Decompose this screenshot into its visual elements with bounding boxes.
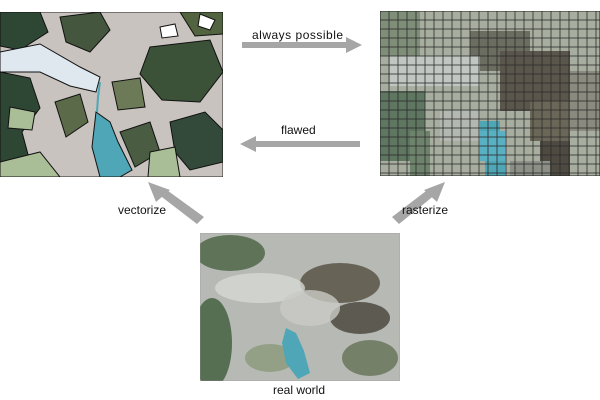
arrow-flawed xyxy=(240,136,360,152)
label-flawed: flawed xyxy=(281,123,316,137)
label-vectorize: vectorize xyxy=(118,203,167,217)
label-real-world: real world xyxy=(273,383,326,397)
raster-grid-map-image xyxy=(380,11,600,176)
arrow-always-possible xyxy=(242,37,362,53)
vector-map-svg xyxy=(0,12,223,177)
arrow-vectorize xyxy=(148,182,204,224)
raster-map-svg xyxy=(380,11,600,176)
label-rasterize: rasterize xyxy=(402,203,449,217)
arrow-rasterize xyxy=(392,182,445,224)
label-always-possible: always possible xyxy=(252,28,344,42)
vector-map-image xyxy=(0,12,223,177)
satellite-photo-image xyxy=(200,233,400,381)
photo-svg xyxy=(200,233,400,381)
